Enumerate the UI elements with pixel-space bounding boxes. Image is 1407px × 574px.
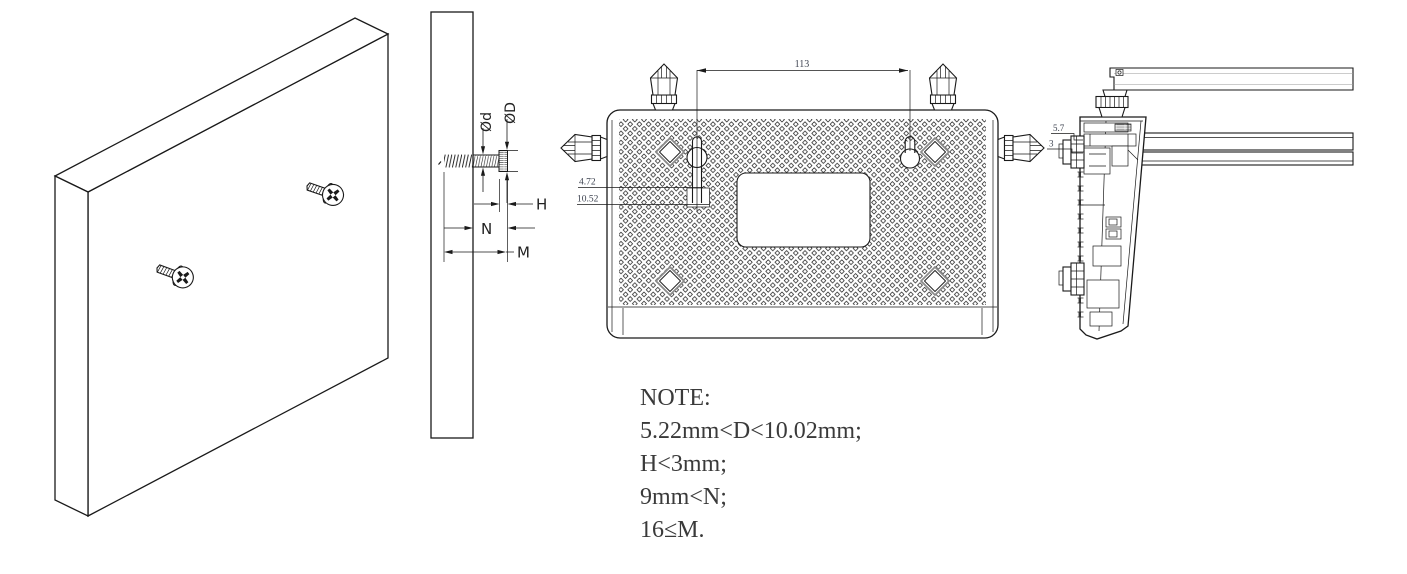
antenna-side-right <box>997 133 1045 163</box>
side-view: 5.7 3 <box>1047 67 1354 340</box>
leader-slot-width: 4.72 <box>578 178 703 188</box>
leader-hole-diameter: 10.52 <box>577 195 710 205</box>
label-plate <box>736 172 871 248</box>
keyhole-engagement-upper <box>1058 135 1085 169</box>
wall-section <box>430 11 474 439</box>
antenna-bar-middle <box>1137 132 1354 166</box>
dim-label-M: M <box>517 244 530 262</box>
note-line-1: 5.22mm<D<10.02mm; <box>640 418 862 444</box>
side-internal-detail <box>1077 122 1139 327</box>
dim-label-4-72: 4.72 <box>579 178 596 188</box>
dimension-113: 113 <box>696 59 911 212</box>
antenna-side-left <box>560 133 608 163</box>
dim-label-113: 113 <box>795 59 810 70</box>
section-view: Ød ØD H N M <box>430 11 547 439</box>
antenna-bar-top <box>1095 67 1354 118</box>
wall-panel-side-face <box>54 174 89 518</box>
keyhole-engagement-lower <box>1058 262 1085 296</box>
dim-label-H: H <box>536 196 547 214</box>
bottom-view: 113 4.72 10.52 <box>560 59 1045 339</box>
leader-3: 3 <box>1047 139 1083 154</box>
screw-section <box>438 150 518 172</box>
note-title: NOTE: <box>640 385 711 411</box>
dim-label-head-diameter: ØD <box>503 102 519 124</box>
leader-5-7: 5.7 <box>1051 123 1083 141</box>
rubber-feet <box>655 137 950 296</box>
iso-wall-view <box>53 17 390 518</box>
dim-label-5-7: 5.7 <box>1053 123 1065 133</box>
dim-label-10-52: 10.52 <box>577 195 599 205</box>
dim-label-N: N <box>481 220 492 238</box>
dim-label-shaft-diameter: Ød <box>479 112 495 132</box>
antenna-top-left <box>649 63 679 111</box>
note-block: NOTE: 5.22mm<D<10.02mm; H<3mm; 9mm<N; 16… <box>640 385 862 543</box>
dim-label-3: 3 <box>1049 139 1054 149</box>
antenna-top-right <box>928 63 958 111</box>
note-line-2: H<3mm; <box>640 451 727 477</box>
note-line-3: 9mm<N; <box>640 484 727 510</box>
note-line-4: 16≤M. <box>640 517 705 543</box>
